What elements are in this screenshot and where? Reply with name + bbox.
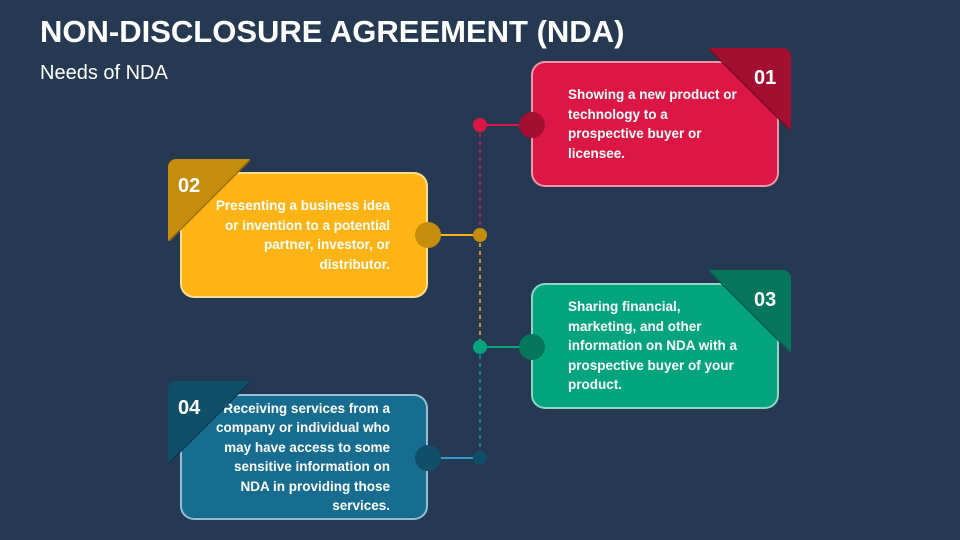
step-number-01: 01 (754, 67, 777, 89)
step-tab-03: 03 (709, 270, 791, 352)
step-tab-04: 04 (168, 381, 250, 463)
timeline-dot-4 (473, 451, 487, 465)
step-text-02: Presenting a business idea or invention … (215, 198, 390, 272)
page-title: NON-DISCLOSURE AGREEMENT (NDA) (40, 14, 625, 49)
timeline-dot-3 (473, 340, 487, 354)
timeline-dot-1 (473, 118, 487, 132)
step-card-04: Receiving services from a company or ind… (180, 394, 428, 520)
step-number-03: 03 (754, 289, 777, 311)
step-number-02: 02 (178, 175, 201, 197)
step-tab-01: 01 (709, 48, 791, 130)
step-number-04: 04 (178, 397, 201, 419)
step-text-03: Sharing financial, marketing, and other … (568, 299, 737, 393)
step-card-01: Showing a new product or technology to a… (531, 61, 779, 187)
step-tab-02: 02 (168, 159, 250, 241)
step-text-04: Receiving services from a company or ind… (215, 400, 390, 514)
step-text-01: Showing a new product or technology to a… (568, 87, 737, 161)
step-card-03: Sharing financial, marketing, and other … (531, 283, 779, 409)
page-subtitle: Needs of NDA (40, 62, 168, 84)
step-card-02: Presenting a business idea or invention … (180, 172, 428, 298)
timeline-dot-2 (473, 228, 487, 242)
